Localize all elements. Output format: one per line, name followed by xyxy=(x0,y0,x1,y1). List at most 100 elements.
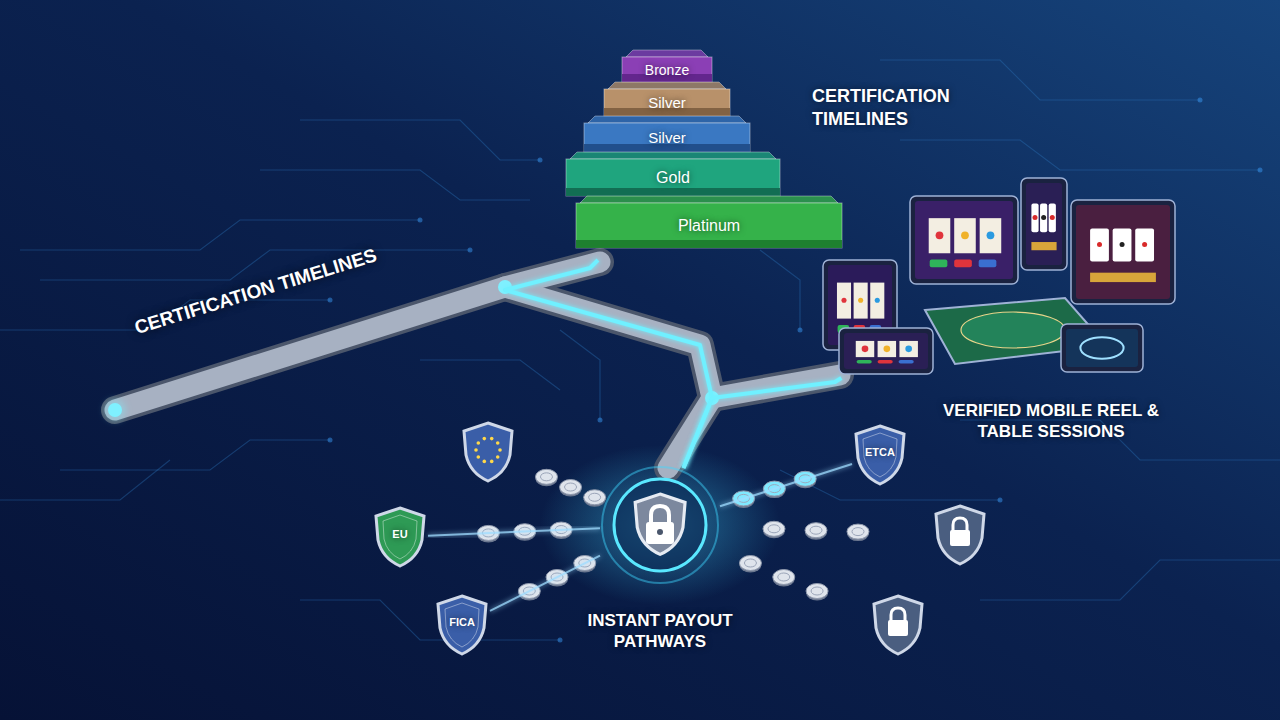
card-pip xyxy=(1033,215,1038,220)
tier-top xyxy=(580,196,838,203)
coin-ring xyxy=(768,525,780,533)
hub-shield xyxy=(635,494,685,554)
table-felt xyxy=(961,312,1065,348)
tier-front xyxy=(576,203,842,248)
pyramid-tier: Silver xyxy=(584,116,750,152)
tier-label: Gold xyxy=(566,159,780,196)
slot-symbol xyxy=(875,298,880,303)
decoration xyxy=(598,418,603,423)
badge-shield: ETCA xyxy=(852,424,908,486)
badge-label: EU xyxy=(372,506,428,562)
device-frame xyxy=(1021,178,1067,270)
decor-shield xyxy=(874,596,922,654)
decoration xyxy=(468,248,473,253)
slot-reel xyxy=(929,218,951,253)
slot-reel xyxy=(856,341,874,357)
decoration xyxy=(40,250,470,280)
lock-shackle xyxy=(651,506,669,523)
slot-symbol xyxy=(905,346,912,353)
star-dot xyxy=(476,455,480,459)
decoration xyxy=(328,438,333,443)
decoration xyxy=(20,220,420,250)
decoration xyxy=(418,218,423,223)
slot-button xyxy=(899,360,914,364)
star-dot xyxy=(490,437,494,441)
timeline-path xyxy=(683,378,841,468)
device-screen xyxy=(1076,205,1170,299)
tier-label: Silver xyxy=(604,89,730,116)
tier-top xyxy=(588,116,746,123)
circuit-dots xyxy=(328,98,1263,643)
coin-ring xyxy=(565,483,577,491)
decoration xyxy=(260,170,530,200)
coin-ring xyxy=(852,528,864,536)
payout-link xyxy=(490,556,600,611)
tier-pyramid: CERTIFICATION TIMELINESBronzeSilverSilve… xyxy=(560,45,850,260)
coin-ring xyxy=(778,573,790,581)
star-dot xyxy=(482,437,486,441)
tier-top xyxy=(570,152,776,159)
slot-reel xyxy=(854,283,868,319)
decoration xyxy=(980,560,1280,600)
slot-symbol xyxy=(987,231,995,239)
decoration xyxy=(0,460,170,500)
slot-button xyxy=(857,360,872,364)
pyramid-tier: Platinum xyxy=(576,196,842,248)
decor-shields xyxy=(464,423,984,654)
coin xyxy=(584,490,606,507)
card-bar xyxy=(1090,273,1156,282)
coin xyxy=(806,584,828,601)
slot-reel xyxy=(899,341,917,357)
device xyxy=(1071,200,1175,304)
decoration xyxy=(420,360,560,390)
hub-ring-outer xyxy=(602,467,718,583)
shield-body xyxy=(874,596,922,654)
slot-button xyxy=(979,260,997,268)
playing-card xyxy=(1040,204,1047,233)
card-pip xyxy=(1097,242,1102,247)
coin-face xyxy=(560,480,582,495)
slot-symbol xyxy=(936,231,944,239)
tier-label: Silver xyxy=(584,123,750,152)
timeline-path xyxy=(505,260,712,468)
decoration xyxy=(108,403,122,417)
coin-face xyxy=(806,584,828,599)
payout-hub: INSTANT PAYOUT PATHWAYS xyxy=(600,468,720,583)
decoration xyxy=(104,399,126,421)
coin xyxy=(535,469,557,486)
decoration xyxy=(505,287,712,468)
slot-button xyxy=(930,260,948,268)
badge-shield: EU xyxy=(372,506,428,568)
shield-body xyxy=(464,423,512,481)
coin xyxy=(847,524,869,541)
playing-card xyxy=(1031,204,1038,233)
coin-face xyxy=(805,523,827,538)
tier-front xyxy=(604,89,730,116)
decoration xyxy=(300,120,540,160)
star-dot xyxy=(498,448,502,452)
card-pip xyxy=(1050,215,1055,220)
payout-link xyxy=(428,528,600,536)
star-dot xyxy=(482,460,486,464)
tier-label: Bronze xyxy=(622,57,712,82)
device-frame xyxy=(1061,324,1143,372)
coin-face xyxy=(847,524,869,539)
section-heading: VERIFIED MOBILE REEL & TABLE SESSIONS xyxy=(937,400,1165,443)
payout-link xyxy=(720,464,852,506)
playing-card xyxy=(1113,229,1132,262)
coin-face xyxy=(763,521,785,536)
slot-symbol xyxy=(841,298,846,303)
device-screen xyxy=(915,201,1013,279)
coin-ring xyxy=(810,526,822,534)
pyramid-tier: Silver xyxy=(604,82,730,116)
device xyxy=(839,328,933,374)
slot-button xyxy=(878,360,893,364)
section-heading: INSTANT PAYOUT PATHWAYS xyxy=(570,610,750,653)
tier-label: Platinum xyxy=(576,203,842,248)
star-dot xyxy=(496,441,500,445)
lock-body xyxy=(646,522,674,544)
device-frame xyxy=(1071,200,1175,304)
coin-face xyxy=(773,570,795,585)
device-screen xyxy=(1066,329,1138,367)
